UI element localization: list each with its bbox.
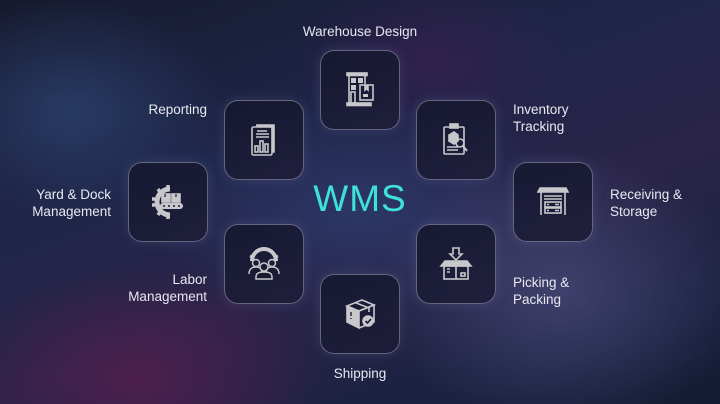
node-shipping[interactable]	[320, 274, 400, 354]
garage-storage-icon	[536, 187, 570, 215]
report-chart-icon	[251, 124, 275, 156]
node-reporting[interactable]	[224, 100, 304, 180]
center-title: WMS	[313, 178, 407, 219]
warehouse-building-icon	[346, 72, 374, 107]
label-shipping: Shipping	[333, 366, 387, 381]
node-picking-packing[interactable]	[416, 224, 496, 304]
node-receiving-storage[interactable]	[513, 162, 593, 242]
label-warehouse-design: Warehouse Design	[302, 24, 418, 39]
label-receiving-storage: Receiving & Storage	[610, 187, 683, 219]
node-labor-management[interactable]	[224, 224, 304, 304]
label-reporting: Reporting	[148, 102, 207, 117]
box-arrow-down-icon	[439, 247, 473, 280]
node-yard-dock-management[interactable]	[128, 162, 208, 242]
node-warehouse-design[interactable]	[320, 50, 400, 130]
label-picking-packing: Picking & Packing	[513, 275, 570, 307]
label-yard-dock-management: Yard & Dock Management	[32, 187, 111, 219]
clipboard-search-icon	[443, 123, 468, 155]
node-inventory-tracking[interactable]	[416, 100, 496, 180]
conveyor-gear-icon	[152, 185, 183, 219]
label-labor-management: Labor Management	[128, 272, 207, 304]
label-inventory-tracking: Inventory Tracking	[513, 102, 569, 134]
team-gear-icon	[248, 247, 280, 280]
package-check-icon	[344, 299, 377, 330]
